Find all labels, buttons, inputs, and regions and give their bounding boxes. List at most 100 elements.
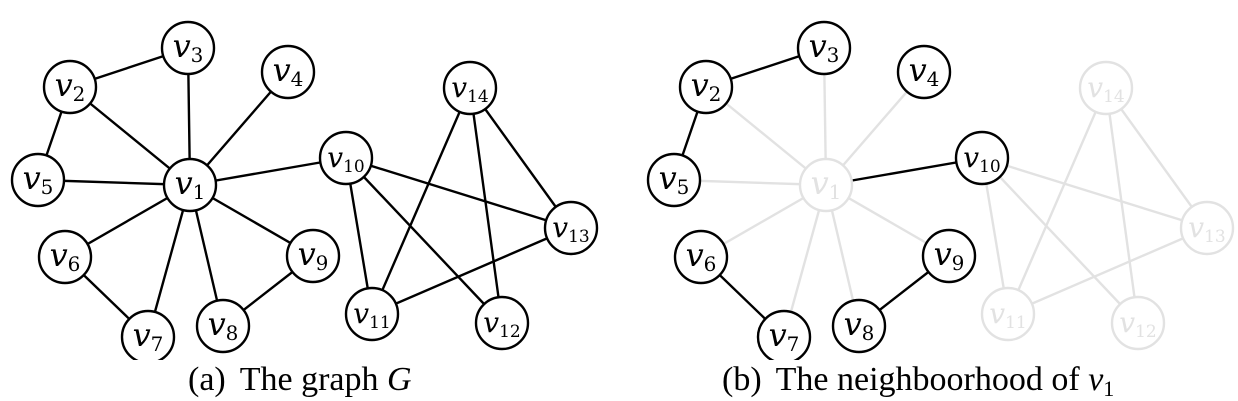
node-circle-a-v9 bbox=[285, 228, 341, 284]
caption-b-var: v bbox=[1088, 361, 1104, 398]
node-label-a-v1: v1 bbox=[175, 164, 206, 204]
node-b-v6: v6 bbox=[673, 229, 729, 285]
node-label-a-v10: v10 bbox=[327, 141, 364, 177]
node-circle-a-v1 bbox=[162, 157, 218, 213]
node-circle-b-v9 bbox=[921, 228, 977, 284]
node-a-v2: v2 bbox=[42, 59, 98, 115]
node-b-v2: v2 bbox=[678, 59, 734, 115]
caption-a-var: G bbox=[387, 361, 412, 398]
node-label-a-v11: v11 bbox=[353, 297, 390, 333]
node-label-a-v4: v4 bbox=[273, 51, 304, 91]
node-label-a-v2: v2 bbox=[55, 66, 86, 106]
node-circle-b-v3 bbox=[796, 20, 852, 76]
edge-a-v11-v14 bbox=[370, 86, 472, 316]
node-a-v14: v14 bbox=[442, 60, 498, 116]
node-label-b-v7: v7 bbox=[769, 316, 800, 356]
node-circle-a-v10 bbox=[318, 130, 374, 186]
node-label-b-v4: v4 bbox=[909, 51, 940, 91]
node-circle-a-v4 bbox=[260, 44, 316, 100]
node-label-a-v3: v3 bbox=[173, 27, 204, 67]
node-a-v11: v11 bbox=[344, 286, 400, 342]
node-b-v11: v11 bbox=[980, 286, 1036, 342]
node-circle-b-v10 bbox=[954, 130, 1010, 186]
node-label-a-v9: v9 bbox=[298, 235, 329, 275]
node-a-v8: v8 bbox=[195, 298, 251, 354]
node-circle-a-v5 bbox=[10, 152, 66, 208]
node-circle-a-v2 bbox=[42, 59, 98, 115]
node-a-v13: v13 bbox=[543, 200, 599, 256]
edge-b-v10-v12 bbox=[980, 156, 1140, 325]
node-circle-b-v7 bbox=[756, 309, 812, 360]
node-label-a-v8: v8 bbox=[208, 305, 239, 345]
caption-b-sub: 1 bbox=[1103, 376, 1115, 401]
edge-a-v12-v14 bbox=[468, 86, 504, 325]
edge-a-v13-v14 bbox=[468, 86, 573, 230]
node-b-v10: v10 bbox=[954, 130, 1010, 186]
node-label-b-v3: v3 bbox=[809, 27, 840, 67]
node-label-b-v8: v8 bbox=[844, 305, 875, 345]
edge-a-v11-v13 bbox=[370, 226, 573, 316]
node-label-b-v2: v2 bbox=[691, 66, 722, 106]
node-label-b-v12: v12 bbox=[1119, 306, 1156, 342]
node-label-b-v11: v11 bbox=[989, 297, 1026, 333]
node-b-v9: v9 bbox=[921, 228, 977, 284]
node-circle-b-v14 bbox=[1078, 60, 1134, 116]
node-label-a-v14: v14 bbox=[451, 71, 488, 107]
caption-b: (b) The neighboorhood of v1 bbox=[722, 360, 1114, 400]
node-circle-b-v12 bbox=[1110, 295, 1166, 351]
node-label-a-v6: v6 bbox=[50, 236, 81, 276]
node-b-v4: v4 bbox=[896, 44, 952, 100]
node-circle-b-v8 bbox=[831, 298, 887, 354]
node-a-v12: v12 bbox=[474, 295, 530, 351]
node-circle-b-v1 bbox=[798, 157, 854, 213]
node-a-v4: v4 bbox=[260, 44, 316, 100]
node-circle-a-v11 bbox=[344, 286, 400, 342]
node-label-b-v5: v5 bbox=[659, 159, 690, 199]
node-circle-a-v6 bbox=[37, 229, 93, 285]
panel-a-graph: v1 v2 v3 v4 v5 v6 v7 v8 v9 v10 v11 v12 v13 v14 bbox=[10, 20, 599, 360]
node-a-v5: v5 bbox=[10, 152, 66, 208]
node-a-v7: v7 bbox=[120, 309, 176, 360]
node-circle-a-v13 bbox=[543, 200, 599, 256]
edge-b-v11-v13 bbox=[1006, 226, 1209, 316]
node-a-v9: v9 bbox=[285, 228, 341, 284]
node-a-v1: v1 bbox=[162, 157, 218, 213]
node-a-v6: v6 bbox=[37, 229, 93, 285]
node-circle-a-v3 bbox=[160, 20, 216, 76]
caption-b-text: The neighboorhood of bbox=[775, 361, 1089, 398]
node-circle-b-v13 bbox=[1179, 200, 1235, 256]
node-label-b-v13: v13 bbox=[1188, 211, 1225, 247]
node-circle-a-v7 bbox=[120, 309, 176, 360]
node-label-b-v1: v1 bbox=[811, 164, 842, 204]
caption-b-tag: (b) bbox=[722, 361, 762, 398]
node-b-v12: v12 bbox=[1110, 295, 1166, 351]
node-label-b-v6: v6 bbox=[686, 236, 717, 276]
node-circle-b-v6 bbox=[673, 229, 729, 285]
node-circle-b-v5 bbox=[646, 152, 702, 208]
node-circle-a-v8 bbox=[195, 298, 251, 354]
node-circle-a-v12 bbox=[474, 295, 530, 351]
caption-a-text: The graph bbox=[239, 361, 388, 398]
node-circle-b-v4 bbox=[896, 44, 952, 100]
node-label-a-v12: v12 bbox=[483, 306, 520, 342]
node-b-v3: v3 bbox=[796, 20, 852, 76]
node-a-v10: v10 bbox=[318, 130, 374, 186]
node-b-v7: v7 bbox=[756, 309, 812, 360]
edge-b-v10-v13 bbox=[980, 156, 1209, 230]
node-circle-b-v2 bbox=[678, 59, 734, 115]
node-label-a-v13: v13 bbox=[552, 211, 589, 247]
node-label-b-v9: v9 bbox=[934, 235, 965, 275]
node-label-a-v7: v7 bbox=[133, 316, 164, 356]
edge-b-v13-v14 bbox=[1104, 86, 1209, 230]
node-circle-b-v11 bbox=[980, 286, 1036, 342]
caption-a-tag: (a) bbox=[188, 361, 226, 398]
caption-a: (a) The graph G bbox=[188, 360, 412, 400]
node-a-v3: v3 bbox=[160, 20, 216, 76]
node-b-v1: v1 bbox=[798, 157, 854, 213]
node-b-v13: v13 bbox=[1179, 200, 1235, 256]
edge-a-v10-v12 bbox=[344, 156, 504, 325]
node-b-v8: v8 bbox=[831, 298, 887, 354]
edge-b-v12-v14 bbox=[1104, 86, 1140, 325]
